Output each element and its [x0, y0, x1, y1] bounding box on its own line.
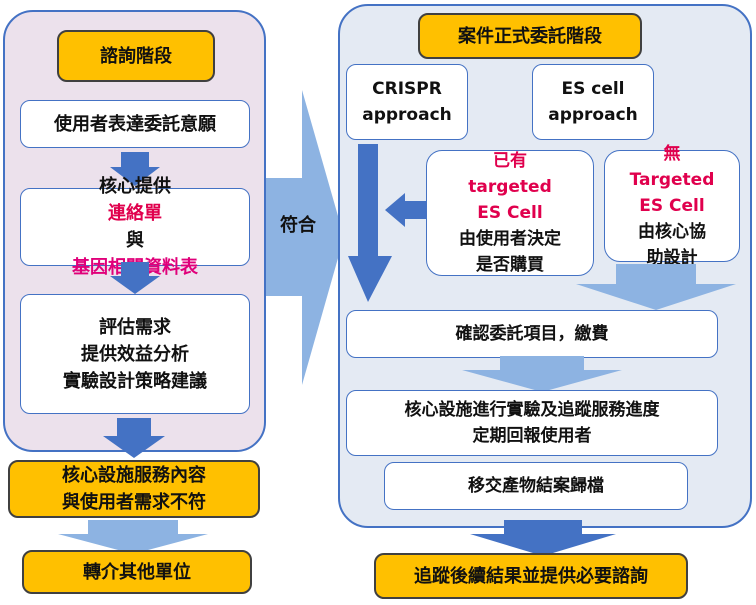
assessment-line-3: 實驗設計策略建議: [63, 370, 207, 392]
no-targeted-line3: 由核心協: [637, 222, 706, 242]
assessment-line-1: 評估需求: [99, 316, 171, 338]
assessment-box: 評估需求 提供效益分析 實驗設計策略建議: [20, 294, 250, 414]
down-arrow-1: [110, 152, 160, 186]
down-arrow-4: [58, 520, 208, 554]
no-targeted-prefix: 無: [663, 144, 681, 164]
crispr-down-arrow: [348, 144, 392, 302]
referral-box: 轉介其他單位: [22, 550, 252, 594]
crispr-line-1: CRISPR: [372, 79, 442, 99]
crispr-approach-box: CRISPR approach: [346, 64, 468, 140]
down-arrow-3: [103, 418, 165, 458]
followup-box: 追蹤後續結果並提供必要諮詢: [374, 553, 688, 599]
match-arrow: [266, 90, 344, 385]
down-arrow-5: [462, 356, 622, 392]
match-label: 符合: [280, 215, 316, 236]
no-targeted-line4: 助設計: [646, 248, 698, 268]
experiment-line-2: 定期回報使用者: [472, 426, 592, 446]
no-targeted-down-arrow: [576, 264, 736, 310]
mismatch-box: 核心設施服務內容 與使用者需求不符: [8, 460, 260, 518]
consultation-stage-header: 諮詢階段: [57, 30, 215, 82]
no-targeted-tail: Targeted: [629, 170, 715, 190]
es-cell-approach-box: ES cell approach: [532, 64, 654, 140]
confirm-payment-box: 確認委託項目，繳費: [346, 310, 718, 358]
has-targeted-es-cell-box: 已有 targeted ES Cell 由使用者決定 是否購買: [426, 150, 594, 276]
escell-line-2: approach: [548, 105, 638, 125]
no-targeted-es-cell-box: 無 Targeted ES Cell 由核心協 助設計: [604, 144, 740, 268]
transfer-archive-box: 移交產物結案歸檔: [384, 462, 688, 510]
user-intent-box: 使用者表達委託意願: [20, 100, 250, 148]
left-arrow: [385, 193, 431, 227]
formal-stage-header: 案件正式委託階段: [418, 13, 642, 59]
no-targeted-line2: ES Cell: [639, 196, 705, 216]
crispr-line-2: approach: [362, 105, 452, 125]
has-targeted-line4: 是否購買: [476, 255, 544, 275]
contact-form-highlight: 連絡單: [108, 203, 162, 224]
has-targeted-tail: targeted: [468, 177, 552, 197]
down-arrow-6: [470, 520, 616, 556]
has-targeted-line3: 由使用者決定: [459, 229, 561, 249]
mismatch-line-1: 核心設施服務內容: [62, 465, 206, 486]
escell-line-1: ES cell: [561, 79, 625, 99]
contact-form-prefix: 核心提供: [99, 176, 171, 197]
has-targeted-prefix: 已有: [493, 151, 527, 171]
down-arrow-2: [110, 262, 160, 294]
assessment-line-2: 提供效益分析: [81, 343, 189, 365]
mismatch-line-2: 與使用者需求不符: [62, 492, 206, 513]
contact-form-joiner: 與: [126, 230, 144, 251]
experiment-line-1: 核心設施進行實驗及追蹤服務進度: [404, 400, 660, 420]
experiment-progress-box: 核心設施進行實驗及追蹤服務進度 定期回報使用者: [346, 390, 718, 456]
has-targeted-line2: ES Cell: [477, 203, 543, 223]
